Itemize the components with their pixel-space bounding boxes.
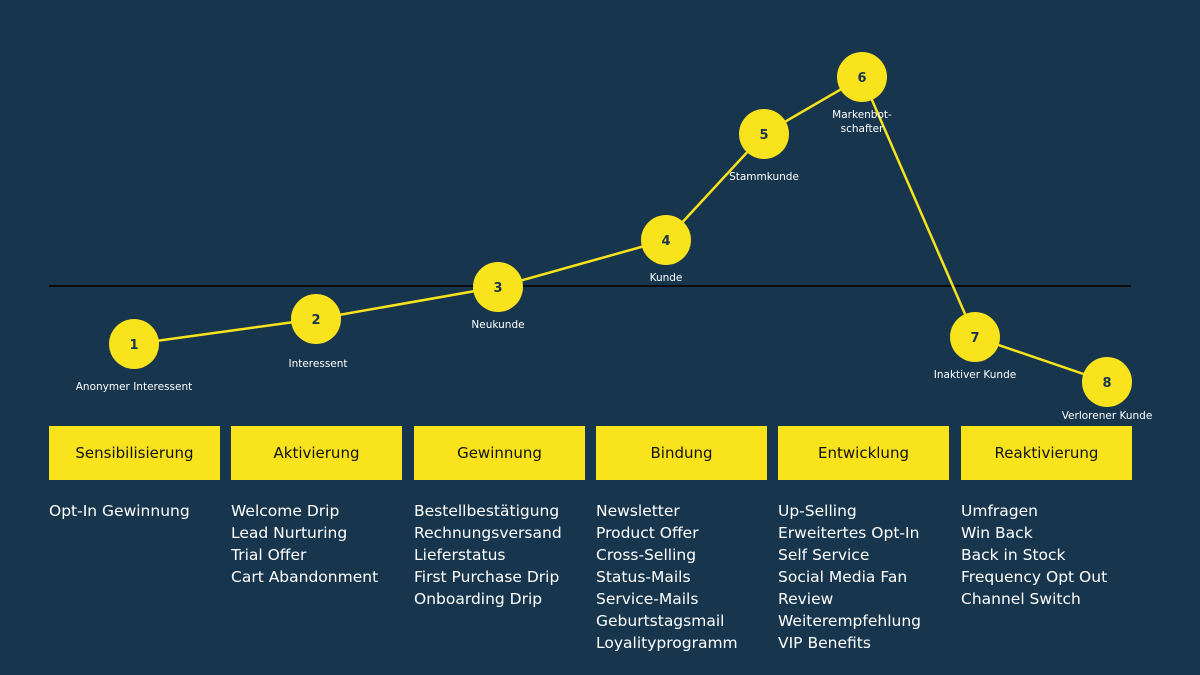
action-item: First Purchase Drip (414, 568, 560, 586)
action-item: Status-Mails (596, 568, 691, 586)
stage-node-3 (473, 262, 523, 312)
stage-node-7 (950, 312, 1000, 362)
stage-node-2 (291, 294, 341, 344)
stage-node-1 (109, 319, 159, 369)
stage-label-1: Anonymer Interessent (76, 381, 193, 393)
action-item: Bestellbestätigung (414, 502, 560, 520)
action-item: Weiterempfehlung (778, 612, 921, 630)
stage-number-1: 1 (129, 338, 138, 353)
stage-label-3: Neukunde (471, 319, 524, 331)
action-item: Channel Switch (961, 590, 1081, 608)
phase-box-sensibilisierung: Sensibilisierung (49, 426, 220, 480)
action-item: VIP Benefits (778, 634, 871, 652)
action-item: Lead Nurturing (231, 524, 348, 542)
action-item: Cart Abandonment (231, 568, 379, 586)
action-item: Welcome Drip (231, 502, 340, 520)
action-item: Trial Offer (231, 546, 307, 564)
action-item: Review (778, 590, 834, 608)
stage-label-6: schafter (841, 123, 884, 135)
action-item: Product Offer (596, 524, 699, 542)
action-item: Social Media Fan (778, 568, 908, 586)
stage-node-6 (837, 52, 887, 102)
action-item: Back in Stock (961, 546, 1066, 564)
stage-label-6: Markenbot- (832, 109, 892, 121)
action-item: Loyalityprogramm (596, 634, 738, 652)
action-item: Opt-In Gewinnung (49, 502, 190, 520)
stage-node-4 (641, 215, 691, 265)
phase-box-gewinnung: Gewinnung (414, 426, 585, 480)
stage-label-2: Interessent (288, 358, 347, 370)
stage-number-5: 5 (759, 128, 768, 143)
action-item: Umfragen (961, 502, 1038, 520)
phase-box-bindung: Bindung (596, 426, 767, 480)
action-item: Self Service (778, 546, 870, 564)
action-item: Frequency Opt Out (961, 568, 1108, 586)
stage-node-8 (1082, 357, 1132, 407)
stage-label-7: Inaktiver Kunde (934, 369, 1016, 381)
action-item: Lieferstatus (414, 546, 506, 564)
action-item: Onboarding Drip (414, 590, 543, 608)
action-item: Erweitertes Opt-In (778, 524, 920, 542)
phase-box-entwicklung: Entwicklung (778, 426, 949, 480)
stage-number-8: 8 (1102, 376, 1111, 391)
action-item: Win Back (961, 524, 1033, 542)
stage-number-4: 4 (661, 234, 670, 249)
stage-node-5 (739, 109, 789, 159)
stage-number-2: 2 (311, 313, 320, 328)
stage-label-8: Verlorener Kunde (1062, 410, 1153, 422)
phase-actions-sensibilisierung: Opt-In Gewinnung (49, 500, 227, 522)
stage-label-4: Kunde (650, 272, 683, 284)
stage-number-7: 7 (970, 331, 979, 346)
action-item: Service-Mails (596, 590, 699, 608)
stage-number-3: 3 (493, 281, 502, 296)
action-item: Newsletter (596, 502, 680, 520)
stage-label-5: Stammkunde (729, 171, 799, 183)
action-item: Geburtstagsmail (596, 612, 725, 630)
action-item: Rechnungsversand (414, 524, 562, 542)
action-item: Up-Selling (778, 502, 857, 520)
journey-path (133, 75, 1108, 384)
phase-box-reaktivierung: Reaktivierung (961, 426, 1132, 480)
action-item: Cross-Selling (596, 546, 697, 564)
phase-box-aktivierung: Aktivierung (231, 426, 402, 480)
stage-number-6: 6 (857, 71, 866, 86)
